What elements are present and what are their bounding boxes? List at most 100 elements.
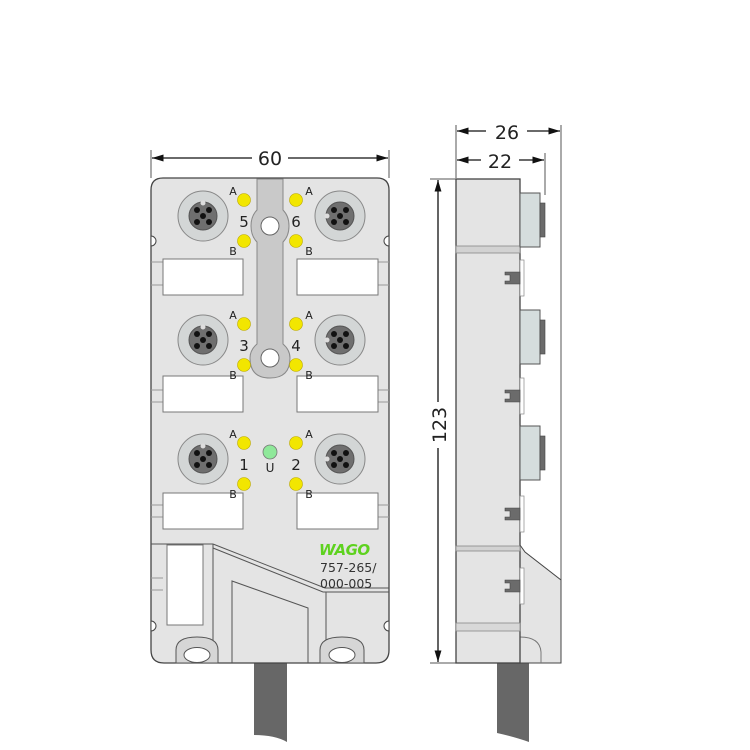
connector-pin — [331, 207, 337, 213]
status-led-b — [289, 358, 303, 372]
led-a-label: A — [305, 309, 313, 322]
label-field — [162, 375, 244, 413]
width-dimension: 60 — [150, 148, 390, 178]
depth-body-label: 22 — [488, 151, 512, 173]
status-led-a — [237, 317, 251, 331]
front-view: 60 — [150, 148, 390, 742]
coding-key — [200, 200, 206, 206]
cable — [254, 660, 287, 742]
connector-pin — [206, 450, 212, 456]
port-number: 6 — [291, 213, 301, 231]
power-led-label: U — [266, 461, 275, 475]
connector-pin — [200, 337, 206, 343]
status-led-b — [289, 477, 303, 491]
port-number: 3 — [239, 337, 249, 355]
module-body — [150, 177, 390, 664]
latch-clip — [504, 259, 525, 297]
wago-logo: WAGO — [319, 541, 370, 559]
led-b-label: B — [229, 488, 237, 501]
led-a-label: A — [229, 428, 237, 441]
connector-pin — [343, 462, 349, 468]
mounting-hole — [260, 216, 280, 236]
status-led-b — [289, 234, 303, 248]
led-b-label: B — [305, 369, 313, 382]
connector-pin — [194, 207, 200, 213]
led-b-label: B — [229, 245, 237, 258]
connector-pin — [206, 462, 212, 468]
height-label: 123 — [429, 407, 451, 443]
label-field — [296, 258, 379, 296]
mounting-hole — [260, 348, 280, 368]
connector-pin — [331, 450, 337, 456]
side-connector — [519, 309, 546, 365]
connector-pin — [337, 456, 343, 462]
label-field — [162, 258, 244, 296]
connector-pin — [206, 219, 212, 225]
latch-clip — [504, 567, 525, 605]
cable-housing — [151, 543, 389, 663]
connector-pin — [331, 331, 337, 337]
edge-ribs — [151, 261, 389, 591]
cable — [497, 660, 529, 742]
coding-key — [200, 443, 206, 449]
connector-pin — [343, 343, 349, 349]
mounting-lug — [319, 636, 365, 664]
connector-pin — [194, 343, 200, 349]
label-field — [296, 492, 379, 530]
status-led-b — [237, 234, 251, 248]
coding-key — [324, 337, 330, 343]
label-field — [296, 375, 379, 413]
port-number: 1 — [239, 456, 249, 474]
led-b-label: B — [305, 488, 313, 501]
cable-housing-side — [519, 543, 562, 664]
m12-connector-port-2[interactable] — [314, 433, 366, 485]
latch-clip — [504, 377, 525, 415]
connector-pin — [206, 343, 212, 349]
connector-pin — [200, 456, 206, 462]
status-led-a — [237, 193, 251, 207]
coding-key — [200, 324, 206, 330]
connector-pin — [343, 207, 349, 213]
m12-connector-port-4[interactable] — [314, 314, 366, 366]
label-field — [162, 492, 244, 530]
status-led-b — [237, 358, 251, 372]
part-number-line2: 000-005 — [320, 576, 372, 591]
center-strip — [249, 178, 291, 379]
connector-pin — [337, 213, 343, 219]
status-led-a — [289, 193, 303, 207]
latch-clip — [504, 495, 525, 533]
status-led-a — [237, 436, 251, 450]
led-a-label: A — [305, 185, 313, 198]
connector-pin — [337, 337, 343, 343]
port-number: 5 — [239, 213, 249, 231]
connector-pin — [194, 462, 200, 468]
coding-key — [324, 456, 330, 462]
edge-notches — [150, 235, 390, 632]
m12-connector-port-5[interactable] — [177, 190, 229, 242]
status-led-b — [237, 477, 251, 491]
depth-dimensions: 26 22 — [455, 122, 562, 663]
connector-pin — [331, 219, 337, 225]
height-dimension: 123 — [429, 178, 456, 664]
connector-pin — [200, 213, 206, 219]
port-number: 2 — [291, 456, 301, 474]
power-led — [262, 444, 278, 460]
connector-pin — [194, 450, 200, 456]
status-led-a — [289, 317, 303, 331]
led-b-label: B — [305, 245, 313, 258]
part-number-line1: 757-265/ — [320, 560, 377, 575]
connector-pin — [343, 219, 349, 225]
m12-connector-port-6[interactable] — [314, 190, 366, 242]
connector-pin — [331, 343, 337, 349]
label-field — [166, 544, 204, 626]
led-b-label: B — [229, 369, 237, 382]
port-number: 4 — [291, 337, 301, 355]
led-a-label: A — [229, 309, 237, 322]
connector-pin — [331, 462, 337, 468]
width-label: 60 — [258, 148, 282, 170]
status-led-a — [289, 436, 303, 450]
side-connector — [519, 425, 546, 481]
m12-connector-port-3[interactable] — [177, 314, 229, 366]
m12-connector-port-1[interactable] — [177, 433, 229, 485]
connector-pin — [206, 331, 212, 337]
